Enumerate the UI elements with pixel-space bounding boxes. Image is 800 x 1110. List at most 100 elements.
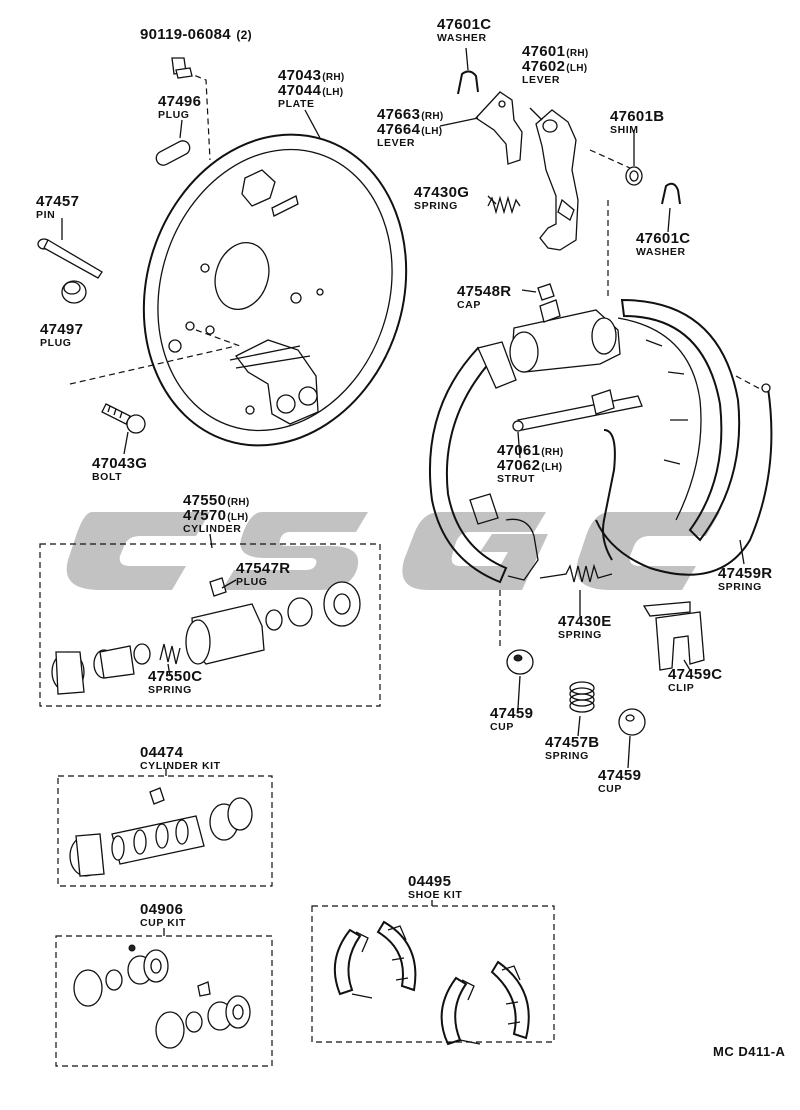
shoe-assembly-drawing	[429, 200, 773, 650]
label-47601-lever: 47601(RH) 47602(LH) LEVER	[522, 44, 589, 86]
part-number-2: 47570(LH)	[183, 507, 249, 524]
part-name: SPRING	[718, 581, 762, 593]
part-number: 47430G	[414, 184, 470, 201]
cup-kit-box	[55, 935, 273, 1067]
leader-shim-line	[589, 149, 631, 169]
label-47663-lever: 47663(RH) 47664(LH) LEVER	[377, 107, 444, 149]
cap-47548R-drawing	[537, 283, 555, 301]
bolt-47043G-drawing	[101, 403, 146, 434]
part-number: 47043(RH)	[278, 67, 345, 84]
part-number-2: 47602(LH)	[522, 58, 588, 75]
part-name: CUP	[490, 721, 514, 733]
part-name: SPRING	[545, 750, 589, 762]
part-number-2: 47664(LH)	[377, 121, 443, 138]
cup-47459-a-drawing	[506, 649, 534, 675]
part-number: 47497	[40, 321, 84, 338]
part-name: CLIP	[668, 682, 695, 694]
label-47497-plug: 47497 PLUG	[40, 322, 83, 349]
cylinder-kit-box	[57, 775, 273, 887]
part-number: 47061(RH)	[497, 442, 564, 459]
label-47457-pin: 47457 PIN	[36, 194, 79, 221]
part-name: STRUT	[497, 473, 535, 485]
leader-pin-line	[69, 345, 237, 385]
part-number: 04906	[140, 901, 184, 918]
part-number-2: 47062(LH)	[497, 457, 563, 474]
shoe-kit-drawing	[333, 920, 530, 1046]
part-number: 47550C	[148, 668, 203, 685]
part-name: WASHER	[437, 32, 487, 44]
label-47457B-spring: 47457B SPRING	[545, 735, 599, 762]
shoe-kit-box	[311, 905, 555, 1043]
part-number: 47601(RH)	[522, 43, 589, 60]
lever-47601-drawing	[535, 109, 579, 251]
part-name: SHIM	[610, 124, 639, 136]
cup-kit-drawing	[73, 944, 251, 1049]
label-47459-cup-a: 47459 CUP	[490, 706, 533, 733]
part-name: CUP	[598, 783, 622, 795]
label-47430G-spring: 47430G SPRING	[414, 185, 469, 212]
label-90119-06084: 90119-06084 (2)	[140, 27, 252, 42]
part-name: PLUG	[40, 337, 72, 349]
part-name: CYLINDER	[183, 523, 242, 535]
part-number: 47457B	[545, 734, 600, 751]
part-number: 47459R	[718, 565, 773, 582]
diagram-code: MC D411-A	[713, 1044, 786, 1059]
label-47043G-bolt: 47043G BOLT	[92, 456, 147, 483]
label-47459R-spring: 47459R SPRING	[718, 566, 772, 593]
part-name: LEVER	[522, 74, 561, 86]
part-name: PLUG	[158, 109, 190, 121]
label-47601C-washer-top: 47601C WASHER	[437, 17, 491, 44]
cylinder-kit-drawing	[69, 787, 253, 877]
label-47430E-spring: 47430E SPRING	[558, 614, 612, 641]
part-number: 47548R	[457, 283, 512, 300]
part-name: CUP KIT	[140, 917, 187, 929]
part-name: SHOE KIT	[408, 889, 463, 901]
part-name: PLATE	[278, 98, 315, 110]
label-47601C-washer-bottom: 47601C WASHER	[636, 231, 690, 258]
label-leader-lines	[61, 47, 745, 936]
part-number: 47459	[490, 705, 534, 722]
label-47550C-spring: 47550C SPRING	[148, 669, 202, 696]
part-number: 47550(RH)	[183, 492, 250, 509]
leader-plug-line	[195, 329, 241, 347]
part-number: 47457	[36, 193, 80, 210]
label-47550-cylinder: 47550(RH) 47570(LH) CYLINDER	[183, 493, 250, 535]
part-number: 47459C	[668, 666, 723, 683]
label-47548R-cap: 47548R CAP	[457, 284, 511, 311]
part-name: SPRING	[148, 684, 192, 696]
leader-bolt-line	[185, 71, 211, 161]
part-number: 47496	[158, 93, 202, 110]
part-number: 04495	[408, 873, 452, 890]
plug-47497-drawing	[61, 280, 87, 304]
washer-47601C-top-drawing	[457, 70, 479, 95]
part-number: 47430E	[558, 613, 612, 630]
backing-plate-drawing	[142, 133, 408, 447]
part-number: 04474	[140, 744, 184, 761]
label-04906-cup-kit: 04906 CUP KIT	[140, 902, 186, 929]
clip-47459C-drawing	[642, 601, 705, 671]
part-number: 47547R	[236, 560, 291, 577]
part-name: CAP	[457, 299, 481, 311]
label-47601B-shim: 47601B SHIM	[610, 109, 664, 136]
spring-47457B-drawing	[569, 681, 595, 713]
cylinder-exploded-drawing	[51, 577, 361, 695]
cylinder-box	[39, 543, 381, 707]
part-number: 47663(RH)	[377, 106, 444, 123]
label-04474-cylinder-kit: 04474 CYLINDER KIT	[140, 745, 221, 772]
part-name: LEVER	[377, 137, 416, 149]
part-number: 47601C	[636, 230, 691, 247]
label-04495-shoe-kit: 04495 SHOE KIT	[408, 874, 462, 901]
label-47043-plate: 47043(RH) 47044(LH) PLATE	[278, 68, 345, 110]
part-number: 47601C	[437, 16, 492, 33]
watermark-logo	[66, 512, 720, 590]
part-name: WASHER	[636, 246, 686, 258]
part-name: BOLT	[92, 471, 123, 483]
part-name: CYLINDER KIT	[140, 760, 221, 772]
part-number: 47601B	[610, 108, 665, 125]
part-number-2: 47044(LH)	[278, 82, 344, 99]
label-47459-cup-b: 47459 CUP	[598, 768, 641, 795]
spring-47430G-drawing	[487, 195, 521, 215]
pin-47457-drawing	[37, 238, 103, 279]
